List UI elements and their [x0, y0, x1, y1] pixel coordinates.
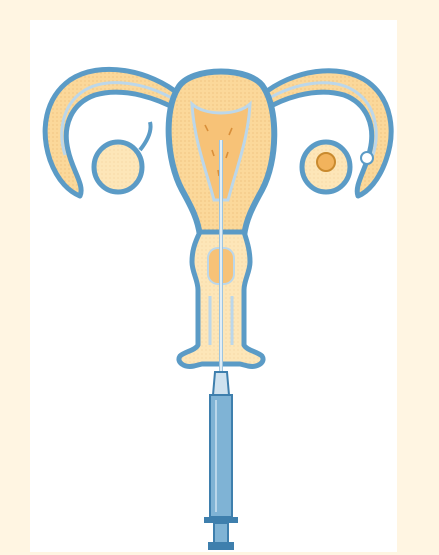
- egg-icon: [361, 152, 373, 164]
- left-ovary: [94, 122, 151, 192]
- follicle-icon: [317, 153, 335, 171]
- syringe-barrel: [210, 395, 232, 517]
- syringe: [204, 372, 238, 550]
- syringe-plunger: [214, 523, 228, 545]
